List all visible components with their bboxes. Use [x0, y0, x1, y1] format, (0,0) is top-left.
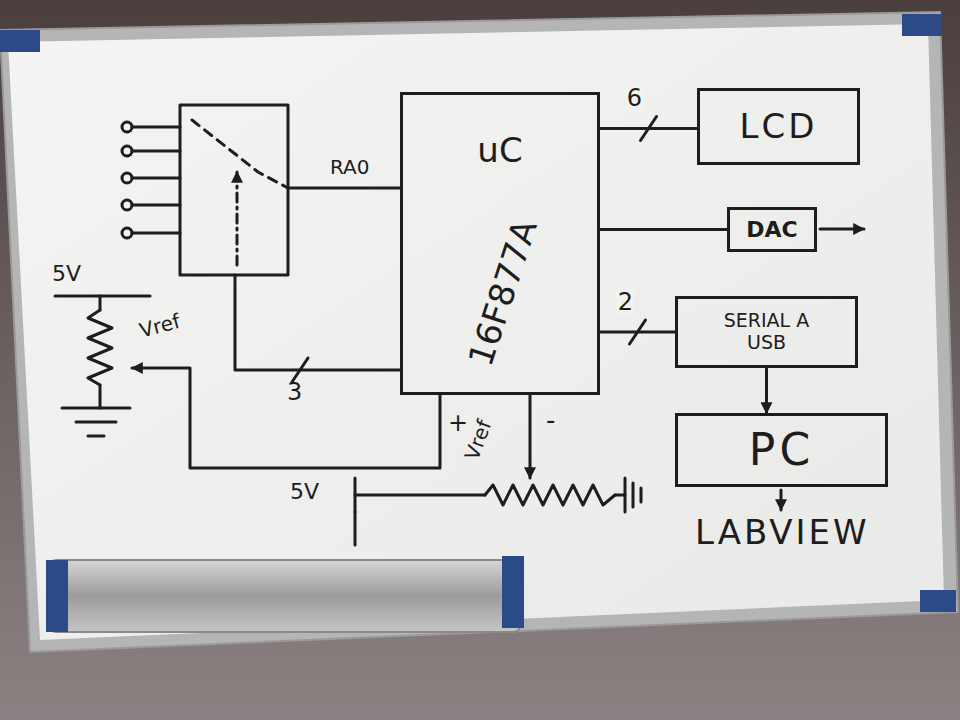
pc-box: PC — [675, 413, 888, 487]
switch-wiper — [192, 120, 288, 188]
supply-wire — [99, 296, 102, 310]
lcd-box: LCD — [697, 88, 860, 165]
board-frame — [0, 12, 958, 652]
eraser-tray — [50, 560, 520, 632]
box-label: LCD — [740, 107, 818, 146]
resistor-symbol — [485, 485, 615, 505]
pin-name: RA0 — [330, 156, 370, 178]
part-number: 16F877A — [461, 215, 545, 371]
tray-cap — [46, 560, 68, 632]
mux-box — [180, 105, 288, 275]
resistor-symbol — [88, 310, 112, 385]
ground-symbol — [640, 488, 643, 502]
input-lead — [132, 150, 180, 153]
input-lead — [132, 126, 180, 129]
vref-plus-wire — [132, 368, 440, 468]
ground-symbol — [88, 435, 104, 438]
box-label: PC — [749, 425, 814, 476]
ground-symbol — [76, 421, 116, 424]
dac-box: DAC — [727, 207, 817, 252]
ground-symbol — [62, 407, 130, 410]
supply-wire — [354, 512, 357, 545]
wiring — [55, 105, 864, 545]
input-lead — [132, 204, 180, 207]
software-name: LABVIEW — [695, 514, 870, 551]
box-label: DAC — [746, 217, 797, 242]
input-lead — [132, 232, 180, 235]
connector — [600, 228, 727, 231]
bus-width: 3 — [287, 379, 302, 405]
ra0-wire — [288, 187, 400, 190]
pin-polarity: + — [448, 410, 468, 436]
bus-slash — [641, 117, 657, 141]
bus-slash — [630, 320, 646, 344]
microcontroller-box: uC 16F877A — [400, 92, 600, 395]
ground-symbol — [624, 478, 627, 512]
supply-wire — [355, 494, 485, 497]
chip-label: uC — [477, 131, 522, 170]
frame-corner — [0, 30, 40, 52]
select-arrow — [236, 172, 239, 265]
supply-voltage: 5V — [290, 480, 319, 504]
input-lead — [132, 177, 180, 180]
box-label: SERIAL A USB — [704, 310, 829, 354]
board-surface — [8, 24, 944, 640]
frame-corner — [920, 590, 956, 612]
ground-symbol — [632, 483, 635, 507]
input-terminal — [122, 122, 132, 132]
signal-name: Vref — [137, 310, 182, 342]
supply-voltage: 5V — [52, 262, 81, 286]
supply-wire — [55, 295, 150, 298]
supply-bar — [354, 478, 357, 512]
input-terminal — [122, 228, 132, 238]
ground-wire — [99, 385, 102, 408]
frame-corner — [902, 14, 942, 36]
pin-polarity: - — [546, 406, 555, 435]
vref-minus-wire — [529, 395, 532, 478]
tray-cap — [502, 556, 524, 628]
bus-width: 6 — [625, 85, 644, 111]
bus-width: 2 — [616, 289, 635, 315]
dac-output-arrow — [820, 228, 864, 231]
input-terminal — [122, 173, 132, 183]
connector — [765, 368, 768, 413]
serial-usb-box: SERIAL A USB — [675, 296, 858, 368]
input-terminal — [122, 200, 132, 210]
select-bus — [235, 275, 400, 370]
input-terminal — [122, 146, 132, 156]
labview-arrow — [780, 490, 783, 510]
